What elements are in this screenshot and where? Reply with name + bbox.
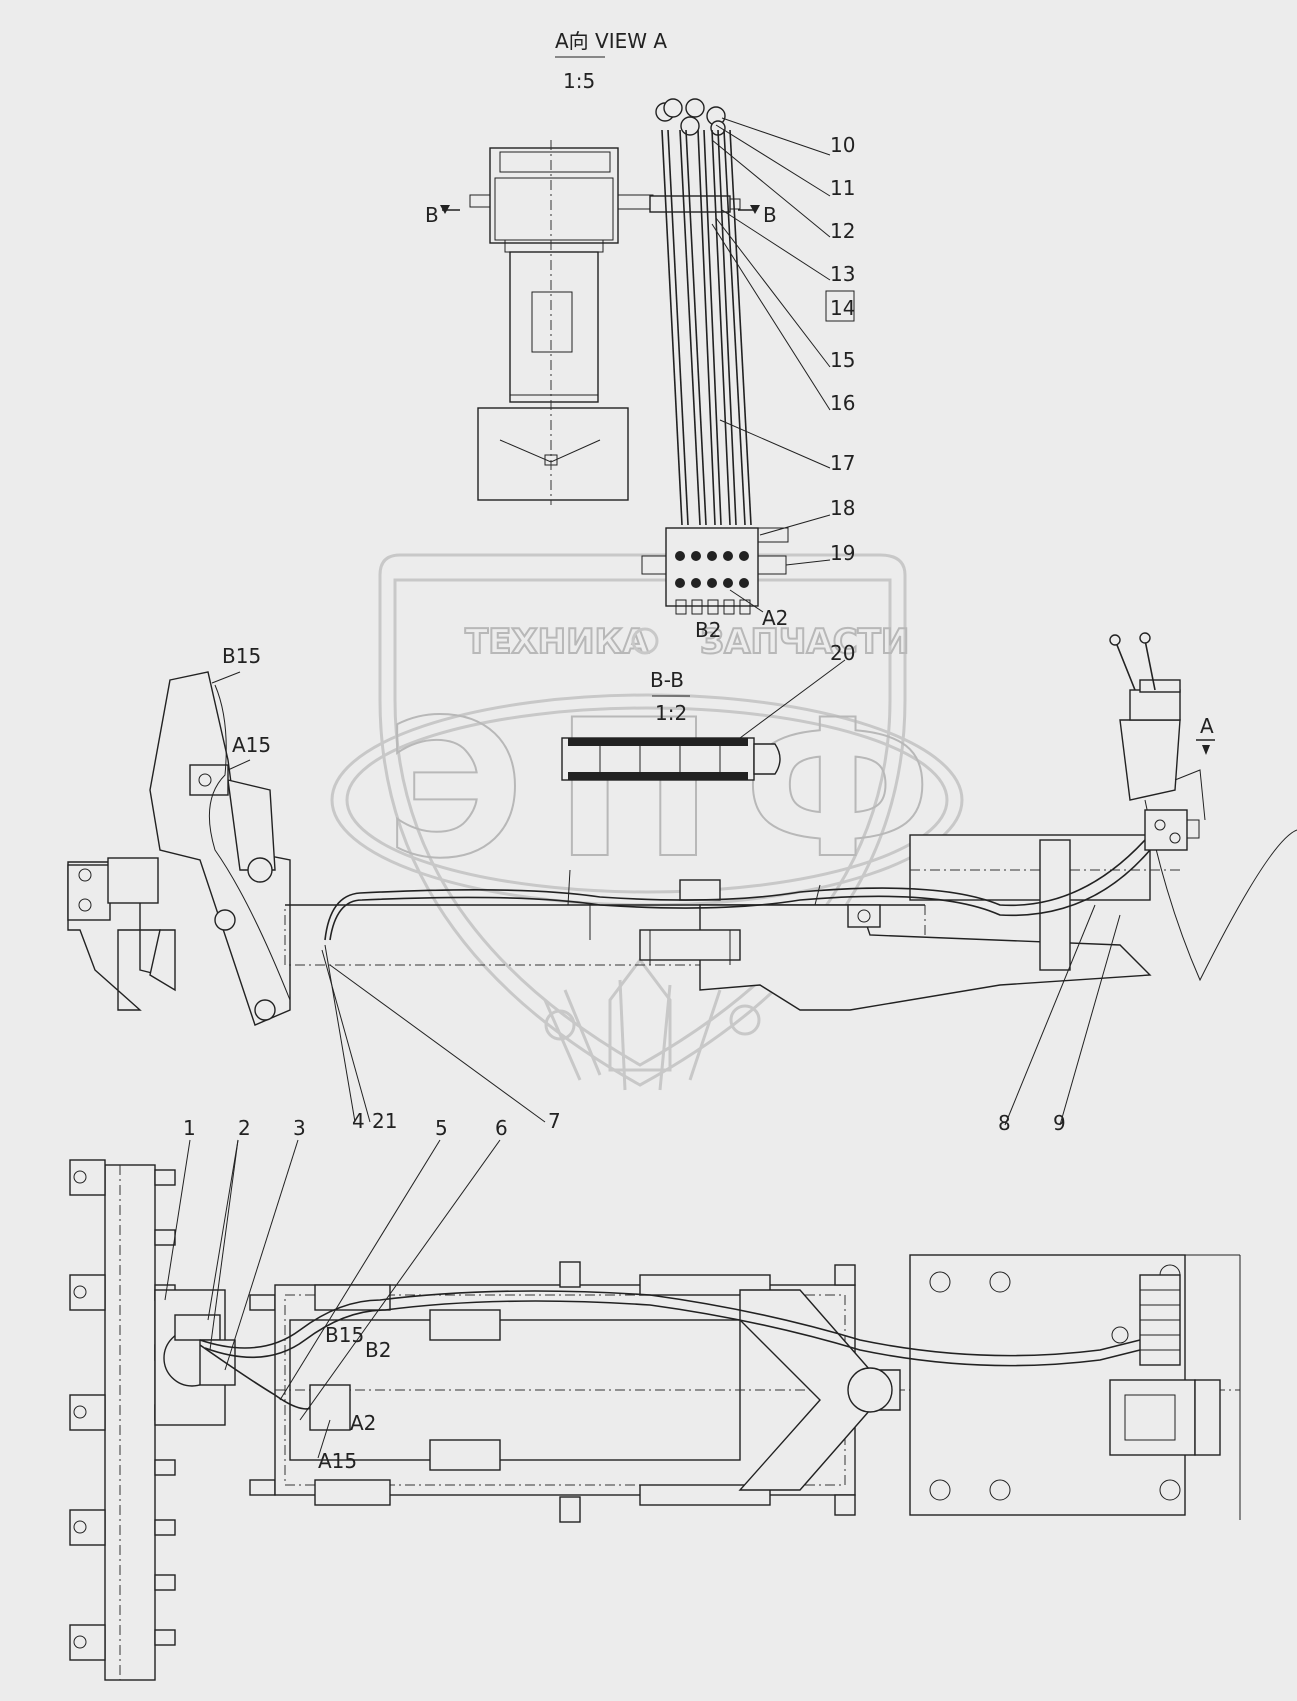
callout-12: 12 xyxy=(830,219,855,243)
steering-column xyxy=(509,251,599,403)
callout-7: 7 xyxy=(548,1109,561,1133)
section-bb-scale: 1:2 xyxy=(655,701,687,725)
port-a15-side: A15 xyxy=(232,733,271,757)
rear-frame xyxy=(909,834,1151,901)
section-marker-left: B xyxy=(425,203,439,227)
view-a-title: A向 VIEW A xyxy=(555,29,667,53)
port-a2-plan: A2 xyxy=(350,1411,376,1435)
hose-plan-1 xyxy=(199,1290,1141,1357)
section-b-b: B-B 1:2 20 xyxy=(561,641,855,781)
control-head-plan xyxy=(1109,1379,1196,1456)
gear-icon xyxy=(631,627,659,655)
callout-19: 19 xyxy=(830,541,855,565)
plan-view: B15 B2 A2 A15 1 2 3 5 6 xyxy=(69,1116,1241,1681)
side-view: B15 A15 A xyxy=(67,632,1297,1135)
callout-15: 15 xyxy=(830,348,855,372)
callout-5: 5 xyxy=(435,1116,448,1140)
callout-11: 11 xyxy=(830,176,855,200)
valve-plan xyxy=(1111,1274,1181,1366)
section-marker-right: B xyxy=(763,203,777,227)
port-b2-top: B2 xyxy=(695,618,721,642)
callout-3: 3 xyxy=(293,1116,306,1140)
callout-9: 9 xyxy=(1053,1111,1066,1135)
watermark-right-word: ЗАПЧАСТИ xyxy=(700,622,909,662)
callout-18: 18 xyxy=(830,496,855,520)
callout-14: 14 xyxy=(830,296,855,320)
control-head xyxy=(489,147,619,244)
column-base xyxy=(477,407,629,501)
watermark-logo: ЭПФ xyxy=(385,679,962,900)
distributor-valve xyxy=(641,527,789,615)
hose-clamp xyxy=(847,904,881,928)
lever-knobs xyxy=(655,98,726,136)
section-bb-title: B-B xyxy=(650,668,684,692)
control-tower xyxy=(1119,719,1181,801)
callout-2: 2 xyxy=(238,1116,251,1140)
hose-8 xyxy=(324,839,1146,941)
view-a-scale: 1:5 xyxy=(563,69,595,93)
watermark: ТЕХНИКА ЗАПЧАСТИ ЭПФ xyxy=(330,553,964,1091)
hose-9 xyxy=(329,849,1151,941)
tool-bar xyxy=(104,1164,156,1681)
callout-6: 6 xyxy=(495,1116,508,1140)
callout-21: 21 xyxy=(372,1109,397,1133)
view-a: A向 VIEW A 1:5 B B xyxy=(425,29,855,642)
callout-16: 16 xyxy=(830,391,855,415)
watermark-left-word: ТЕХНИКА xyxy=(465,622,649,662)
port-b2-plan: B2 xyxy=(365,1338,391,1362)
callout-10: 10 xyxy=(830,133,855,157)
valve-side xyxy=(1144,809,1188,851)
port-a2-top: A2 xyxy=(762,606,788,630)
cylinder-ports xyxy=(309,1384,351,1431)
callouts-view-a: 10 11 12 13 14 15 16 17 18 19 xyxy=(711,117,855,566)
hose-plan-2 xyxy=(204,1300,1141,1367)
callout-13: 13 xyxy=(830,262,855,286)
callout-1: 1 xyxy=(183,1116,196,1140)
port-b15-side: B15 xyxy=(222,644,261,668)
callout-4: 4 xyxy=(352,1109,365,1133)
control-rods xyxy=(661,129,752,526)
view-marker-a: A xyxy=(1200,714,1214,738)
callout-17: 17 xyxy=(830,451,855,475)
callout-20: 20 xyxy=(830,641,855,665)
callout-8: 8 xyxy=(998,1111,1011,1135)
port-b15-plan: B15 xyxy=(325,1323,364,1347)
port-a15-plan: A15 xyxy=(318,1449,357,1473)
